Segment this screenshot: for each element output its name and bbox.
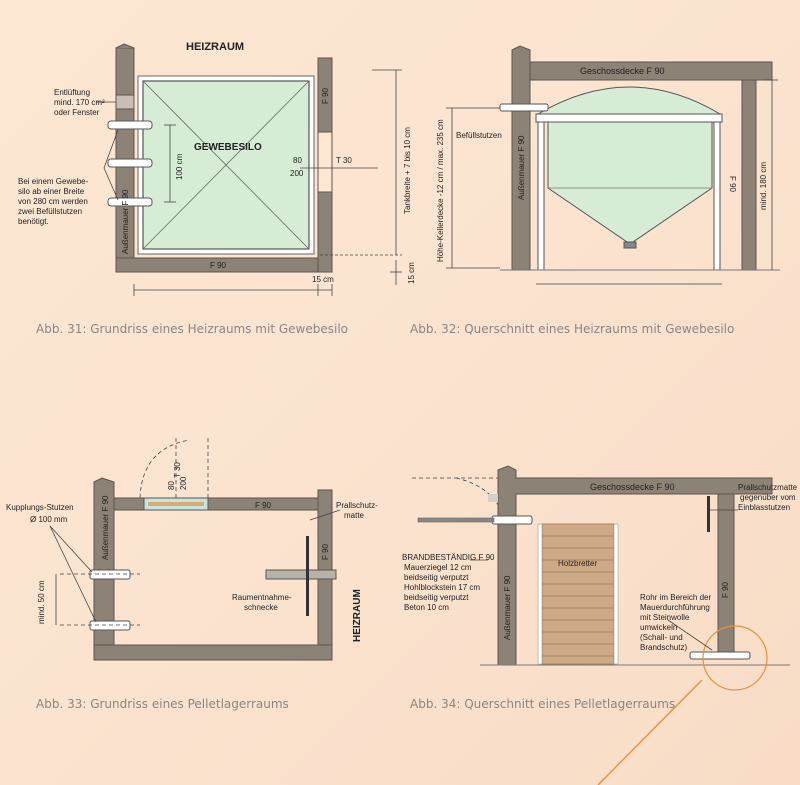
fig33-mat-2: matte [344,511,365,520]
silo-dome-32 [536,86,722,115]
screw-33 [265,569,337,580]
fig31-note-2: von 280 cm werden [18,197,88,206]
fig31-title: HEIZRAUM [186,41,244,53]
figure-31-floorplan: HEIZRAUM GEWEBESILO Entlüftung mind. 170… [18,41,416,296]
fig31-note-0: Bei einem Gewebe- [18,177,89,186]
fill-nozzle-32 [499,103,549,112]
fig33-dim-50: mind. 50 cm [37,580,46,624]
fig31-outer-wall: Außenmauer F 90 [121,189,130,254]
fig34-mat-0: Prallschutzmatte [738,483,798,492]
fig31-f90-bottom: F 90 [210,261,227,270]
fig34-fire-4: Beton 10 cm [404,603,449,612]
caption-fig33: Abb. 33: Grundriss eines Pelletlagerraum… [36,697,289,711]
fig33-door-80: 80 [167,481,176,490]
wood-planks-34 [537,523,619,665]
fig31-f90-top: F 90 [321,87,330,104]
fig34-pipe-2: mit Steinwolle [640,613,690,622]
fig33-f90-right: F 90 [321,543,330,560]
fig33-coupling-2: Ø 100 mm [30,515,68,524]
callout-circle-34 [702,625,768,691]
fig33-screw-2: schnecke [244,603,278,612]
couplings-33 [89,569,131,631]
fig32-ceiling: Geschossdecke F 90 [580,66,665,76]
wall-right-34 [717,493,735,657]
fig32-f90: F 90 [728,176,737,193]
fill-pipes-31 [107,120,153,207]
fig31-note-1: silo ab einer Breite [18,187,85,196]
fig31-tank-width: Tankbreite + 7 bis 10 cm [403,127,412,214]
figure-33-floorplan: Kupplungs-Stutzen Ø 100 mm Außenmauer F … [6,438,378,661]
fig34-pipe-4: (Schall- und [640,633,683,642]
wall-top-33-a [113,497,145,511]
fig34-mat-1: gegenüber vom [740,493,796,502]
impact-mat-34 [707,496,710,532]
fig33-screw-1: Raumentnahme- [232,593,292,602]
door-opening-31 [317,131,333,193]
silo-body-32 [547,121,713,245]
fig34-fire-1: beidseitig verputzt [404,573,469,582]
fig33-f90-top: F 90 [255,501,272,510]
fig33-heizraum: HEIZRAUM [352,589,363,642]
nozzle-34 [491,515,533,525]
caption-fig34: Abb. 34: Querschnitt eines Pelletlagerra… [410,697,676,711]
wall-left-32 [511,45,531,271]
fig34-mat-2: Einblasstutzen [738,503,790,512]
fig32-min180: mind. 180 cm [759,162,768,210]
fig31-note-3: zwei Befüllstutzen [18,207,82,216]
fig32-fill: Befüllstutzen [456,131,502,140]
fig34-fire-2: Hohlblockstein 17 cm [404,583,480,592]
fig34-pipe-0: Rohr im Bereich der [640,593,711,602]
vent-opening-31 [115,94,135,110]
fig34-f90: F 90 [721,581,730,598]
figure-32-crosssection: Geschossdecke F 90 Befüllstutzen Außenma… [436,45,780,285]
fig31-vent-1: Entlüftung [54,88,90,97]
fig31-door-80: 80 [293,156,302,165]
figure-34-crosssection: Geschossdecke F 90 Prallschutzmatte gege… [402,465,798,785]
fig32-outer-wall: Außenmauer F 90 [517,135,526,200]
fig33-coupling-1: Kupplungs-Stutzen [6,503,74,512]
fig34-fire-0: Mauerziegel 12 cm [404,563,472,572]
wall-right-32 [741,79,757,271]
caption-fig31: Abb. 31: Grundriss eines Heizraums mit G… [36,322,348,336]
wall-bottom-33 [93,644,333,661]
fig31-t30: T 30 [336,156,352,165]
fig34-wood: Holzbretter [558,559,597,568]
caption-fig32: Abb. 32: Querschnitt eines Heizraums mit… [410,322,735,336]
fig34-fire-3: beidseitig verputzt [404,593,469,602]
fig33-door-200: 200 [179,476,188,490]
fig31-dim-15a: 15 cm [312,275,334,284]
fig34-outer-wall: Außenmauer F 90 [503,575,512,640]
fig31-note-4: benötigt. [18,217,49,226]
fig31-dim-100: 100 cm [175,153,184,180]
fig34-ceiling: Geschossdecke F 90 [590,482,675,492]
door-swing-33 [139,439,191,499]
fig34-fire-title: BRANDBESTÄNDIG F 90 [402,553,495,562]
fig33-mat-1: Prallschutz- [336,501,378,510]
fig34-pipe-3: umwickeln [640,623,677,632]
impact-mat-33 [306,536,309,616]
fig31-door-200: 200 [290,169,304,178]
callout-line-34 [597,679,703,785]
fig31-dim-15b: 15 cm [407,262,416,284]
fig31-silo-label: GEWEBESILO [194,142,262,153]
fig31-vent-3: oder Fenster [54,108,100,117]
fig32-height: Höhe-Kellerdecke -12 cm / max. 235 cm [436,119,445,262]
fig33-outer-wall: Außenmauer F 90 [101,495,110,560]
fig31-vent-2: mind. 170 cm² [54,98,105,107]
fig34-pipe-5: Brandschutz) [640,643,687,652]
fig33-t30: T 30 [173,462,182,478]
fig34-pipe-1: Mauerdurchführung [640,603,710,612]
pipe-34 [689,651,751,660]
